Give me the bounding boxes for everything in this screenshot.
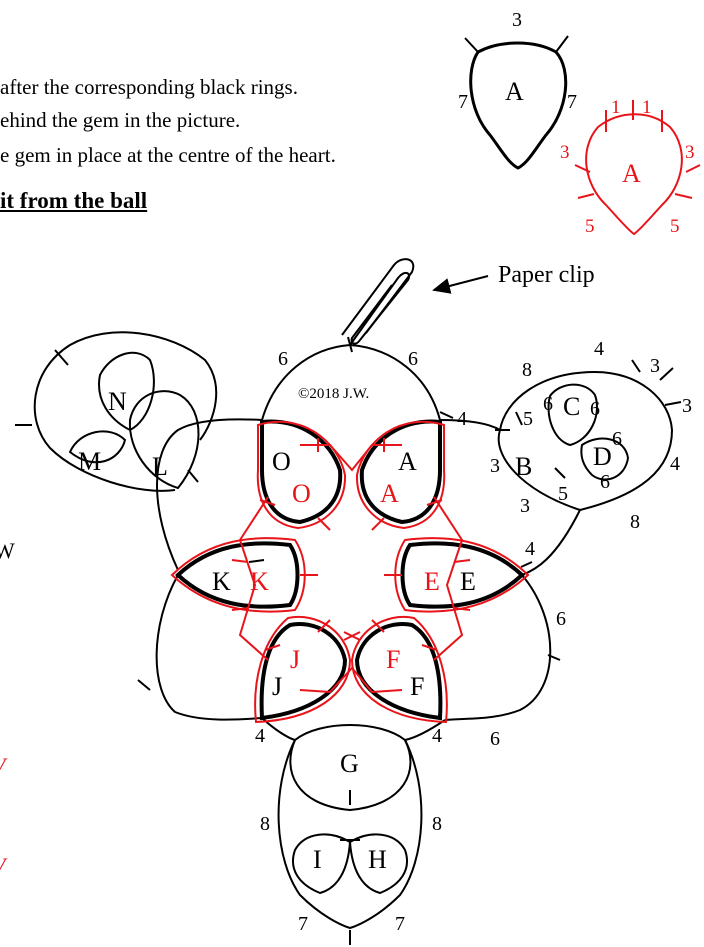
red-ring-label-a: A	[380, 479, 399, 508]
copyright-text: ©2018 J.W.	[298, 386, 369, 402]
count-c-right2: 3	[682, 395, 692, 417]
ring-label-c: C	[563, 392, 580, 421]
count-b-left: 3	[490, 455, 500, 477]
legend-red-top-right-count: 1	[642, 97, 652, 118]
instruction-line-1: after the corresponding black rings.	[0, 75, 298, 99]
legend-black-right-count: 7	[567, 91, 577, 113]
count-top-right: 6	[408, 348, 418, 370]
legend-red-bottom-right-count: 5	[670, 216, 680, 237]
count-d-lower: 6	[600, 471, 610, 493]
legend-black-ring	[464, 35, 569, 170]
left-mark-black: W	[0, 538, 15, 563]
ring-label-g: G	[340, 749, 359, 778]
legend-black-left-count: 7	[458, 91, 468, 113]
count-c-inner: 6	[590, 398, 600, 420]
legend-black-letter: A	[505, 77, 524, 106]
red-ring-label-f: F	[386, 645, 400, 674]
count-d-upper: 6	[612, 428, 622, 450]
red-ring-label-o: O	[292, 479, 311, 508]
ring-label-l: L	[152, 452, 168, 481]
count-g-right: 4	[432, 725, 442, 747]
section-heading: it from the ball	[0, 188, 148, 213]
ring-label-k: K	[212, 567, 231, 596]
count-bottom-right: 7	[395, 913, 405, 935]
ring-label-m: M	[78, 447, 101, 476]
legend-red-letter: A	[622, 159, 641, 188]
count-g-left: 4	[255, 725, 265, 747]
ring-label-a: A	[398, 447, 417, 476]
red-chain-structure	[170, 420, 530, 724]
ring-label-o: O	[272, 447, 291, 476]
count-b-5: 5	[558, 483, 568, 505]
instruction-line-3: e gem in place at the centre of the hear…	[0, 143, 336, 167]
instruction-line-2: ehind the gem in the picture.	[0, 108, 241, 132]
count-chain-b-top: 8	[522, 359, 532, 381]
ring-label-h: H	[368, 845, 387, 874]
left-mark-red-1: V	[0, 755, 5, 777]
count-chain-b-bottom: 8	[630, 511, 640, 533]
count-chain-f-bottom: 6	[490, 728, 500, 750]
count-d-right: 4	[670, 453, 680, 475]
red-ring-label-e: E	[424, 567, 440, 596]
legend-red-ring	[574, 100, 701, 236]
black-chain-structure	[15, 331, 682, 945]
ring-label-d: D	[593, 442, 612, 471]
legend-black-top-count: 3	[512, 9, 522, 31]
ring-label-b: B	[515, 452, 532, 481]
red-ring-label-k: K	[250, 567, 269, 596]
ring-label-n: N	[108, 387, 127, 416]
left-mark-red-2: V	[0, 855, 5, 877]
count-c-right1: 3	[650, 355, 660, 377]
count-b-lower3: 3	[520, 495, 530, 517]
count-h-right: 8	[432, 813, 442, 835]
count-top-left: 6	[278, 348, 288, 370]
ring-label-e: E	[460, 567, 476, 596]
count-c-left: 6	[543, 393, 553, 415]
legend-red-bottom-left-count: 5	[585, 216, 595, 237]
count-chain-e-top: 4	[457, 408, 467, 430]
count-bottom-left: 7	[298, 913, 308, 935]
ring-label-f: F	[410, 672, 424, 701]
legend-red-left-count: 3	[560, 142, 570, 163]
ring-label-i: I	[313, 845, 322, 874]
paper-clip-arrow	[432, 275, 489, 294]
stitch-counts: 6 6 8 4 3 3 4 8 4 6 6 5 6 6 3 3 5 4 6 6 …	[255, 338, 692, 935]
red-ring-label-j: J	[290, 645, 300, 674]
count-cd-5a: 5	[523, 408, 533, 430]
ring-label-j: J	[272, 672, 282, 701]
count-c-top: 4	[594, 338, 604, 360]
count-chain-to-b: 4	[525, 538, 535, 560]
legend-red-top-left-count: 1	[611, 97, 621, 118]
count-chain-e-right: 6	[556, 608, 566, 630]
paper-clip-label: Paper clip	[498, 262, 595, 288]
paper-clip-icon	[341, 258, 415, 346]
legend-red-right-count: 3	[685, 142, 695, 163]
count-i-left: 8	[260, 813, 270, 835]
